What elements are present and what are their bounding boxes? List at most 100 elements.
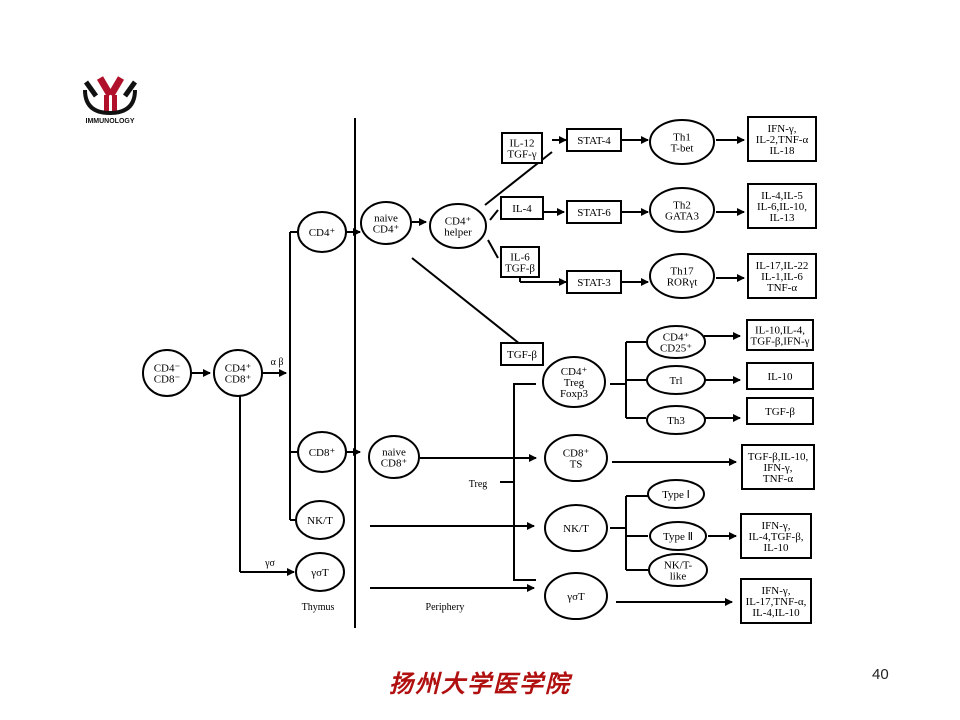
cell-tr1-shape <box>646 365 706 395</box>
output-tr1-shape <box>746 362 814 390</box>
cell-treg-shape <box>542 356 606 408</box>
output-ts-shape <box>741 444 815 490</box>
output-th1-text: IL-2,TNF-α <box>756 134 809 146</box>
cell-naive-cd4-shape <box>360 201 412 245</box>
cell-naive-cd8-text: naive <box>382 447 406 459</box>
cell-th17-text: Th17 <box>670 266 694 278</box>
cell-nkt-periphery-text: NK/T <box>563 523 589 535</box>
cell-cd4-helper-text: CD4⁺ <box>445 216 472 228</box>
cell-cd4-helper-shape <box>429 203 487 249</box>
output-cd25-text: IL-10,IL-4, <box>755 325 805 337</box>
cell-cd8-sp: CD8⁺ <box>297 431 347 473</box>
cell-treg-text: CD4⁺ <box>561 366 588 378</box>
cell-gdt-periphery-shape <box>544 572 608 620</box>
cell-cd4-cd25-text: CD4⁺ <box>663 332 690 344</box>
output-gdt: IFN-γ,IL-17,TNF-α,IL-4,IL-10 <box>740 578 812 624</box>
cell-nkt-like-text: NK/T- <box>664 560 693 572</box>
stat6-box: STAT-6 <box>566 200 622 224</box>
cell-dn: CD4⁻CD8⁻ <box>142 349 192 397</box>
cell-dp: CD4⁺CD8⁺ <box>213 349 263 397</box>
page-number: 40 <box>872 666 889 683</box>
output-th17-text: IL-1,IL-6 <box>761 271 803 283</box>
output-th2-text: IL-4,IL-5 <box>761 190 803 202</box>
cell-type2-text: Type Ⅱ <box>663 531 693 543</box>
cytokine-il12-shape <box>501 132 543 164</box>
cell-tr1-text: Trl <box>669 375 682 387</box>
cell-th17-shape <box>649 253 715 299</box>
cell-th1-text: T-bet <box>671 143 694 155</box>
cytokine-il4-text: IL-4 <box>512 203 532 215</box>
output-th17-text: TNF-α <box>767 282 797 294</box>
output-gdt-text: IL-4,IL-10 <box>752 607 800 619</box>
cell-tr1: Trl <box>646 365 706 395</box>
output-type2-text: IL-10 <box>763 542 789 554</box>
output-ts: TGF-β,IL-10,IFN-γ,TNF-α <box>741 444 815 490</box>
cell-nkt-like-text: like <box>670 571 687 583</box>
alpha-beta-label: α β <box>271 357 284 368</box>
cell-cd8-sp-shape <box>297 431 347 473</box>
cytokine-il6-shape <box>500 246 540 278</box>
cytokine-tgfb: TGF-β <box>500 342 544 366</box>
cell-naive-cd8-text: CD8⁺ <box>381 458 408 470</box>
cell-th3: Th3 <box>646 405 706 435</box>
cell-naive-cd4-text: CD4⁺ <box>373 224 400 236</box>
cell-nkt-like-shape <box>648 553 708 587</box>
output-th2: IL-4,IL-5IL-6,IL-10,IL-13 <box>747 183 817 229</box>
stat3-box-shape <box>566 270 622 294</box>
cell-nkt-thymus-text: NK/T <box>307 515 333 527</box>
output-th3-text: TGF-β <box>765 406 795 418</box>
cytokine-il6-text: IL-6 <box>510 252 530 264</box>
cytokine-il6-text: TGF-β <box>505 263 535 275</box>
output-type2-shape <box>740 513 812 559</box>
immunology-logo: IMMUNOLOGY <box>83 76 138 125</box>
output-th3-shape <box>746 397 814 425</box>
cell-cd4-helper: CD4⁺helper <box>429 203 487 249</box>
output-th2-text: IL-13 <box>769 212 795 224</box>
stat4-box-shape <box>566 128 622 152</box>
output-th1-text: IL-18 <box>769 145 795 157</box>
output-th1: IFN-γ,IL-2,TNF-αIL-18 <box>747 116 817 162</box>
output-type2-text: IL-4,TGF-β, <box>748 531 803 543</box>
stat3-box: STAT-3 <box>566 270 622 294</box>
output-gdt-text: IFN-γ, <box>762 585 791 597</box>
cell-cd4-sp: CD4⁺ <box>297 211 347 253</box>
antibody-icon <box>83 76 138 116</box>
cytokine-tgfb-shape <box>500 342 544 366</box>
cell-dn-text: CD4⁻ <box>154 363 181 375</box>
subset-connectors <box>610 332 741 606</box>
output-th2-text: IL-6,IL-10, <box>757 201 807 213</box>
cell-th1-shape <box>649 119 715 165</box>
output-tr1: IL-10 <box>746 362 814 390</box>
output-th1-shape <box>747 116 817 162</box>
cell-type1: Type Ⅰ <box>647 479 705 509</box>
cell-gdt-thymus-shape <box>295 552 345 592</box>
cell-cd8-ts: CD8⁺TS <box>544 434 608 482</box>
cytokine-il4: IL-4 <box>500 196 544 220</box>
cell-th2-text: Th2 <box>673 200 691 212</box>
cell-gdt-periphery-text: γσT <box>566 591 585 603</box>
output-gdt-shape <box>740 578 812 624</box>
cell-cd4-cd25: CD4⁺CD25⁺ <box>646 325 706 359</box>
cytokine-il12-text: TGF-γ <box>507 149 536 161</box>
output-cd25: IL-10,IL-4,TGF-β,IFN-γ <box>746 319 814 351</box>
cell-cd4-helper-text: helper <box>444 227 472 239</box>
cell-type1-text: Type Ⅰ <box>662 489 690 501</box>
output-cd25-shape <box>746 319 814 351</box>
output-tr1-text: IL-10 <box>767 371 793 383</box>
stat6-box-text: STAT-6 <box>577 207 611 219</box>
cell-treg-text: Treg <box>564 377 585 389</box>
gamma-delta-label: γσ <box>264 558 275 569</box>
cell-nkt-periphery: NK/T <box>544 504 608 552</box>
cell-cd4-sp-shape <box>297 211 347 253</box>
cell-dn-shape <box>142 349 192 397</box>
output-type2: IFN-γ,IL-4,TGF-β,IL-10 <box>740 513 812 559</box>
cell-cd4-sp-text: CD4⁺ <box>309 227 336 239</box>
cell-type2: Type Ⅱ <box>649 521 707 551</box>
stat4-box-text: STAT-4 <box>577 135 611 147</box>
